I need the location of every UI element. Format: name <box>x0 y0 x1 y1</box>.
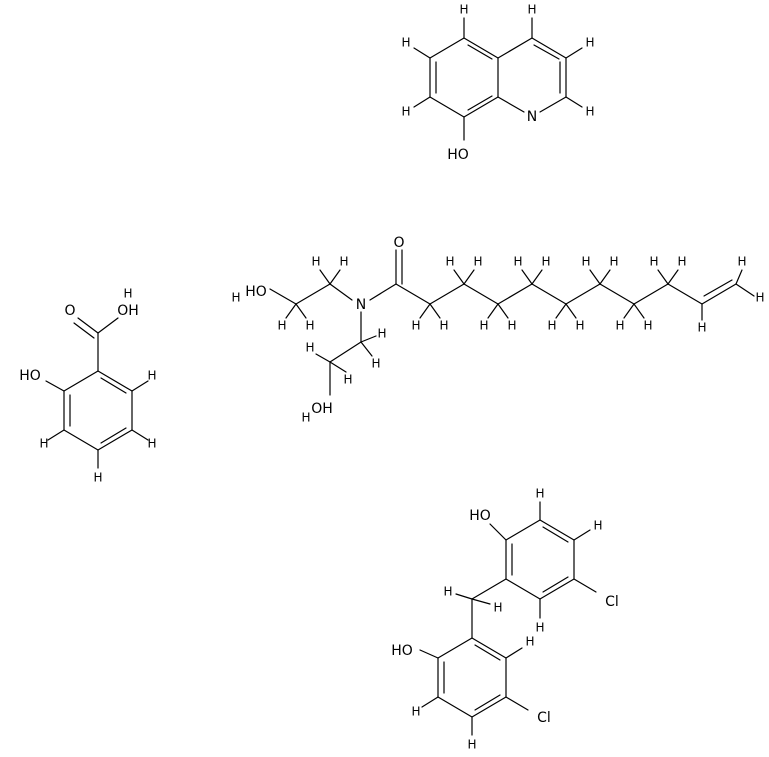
svg-text:H: H <box>535 487 544 501</box>
svg-text:H: H <box>585 105 594 119</box>
svg-text:H: H <box>547 319 556 333</box>
nitrogen-label: N <box>527 109 537 125</box>
chlorine-label-2: Cl <box>537 710 551 726</box>
carbonyl-oxygen-label: O <box>64 303 75 319</box>
svg-text:H: H <box>343 373 352 387</box>
svg-text:H: H <box>123 287 132 301</box>
svg-text:H: H <box>609 255 618 269</box>
svg-text:H: H <box>493 601 502 615</box>
phenol-hydroxyl-label-1: HO <box>469 508 491 524</box>
svg-text:H: H <box>593 519 602 533</box>
svg-text:H: H <box>615 319 624 333</box>
svg-text:H: H <box>305 341 314 355</box>
amide-oxygen-label: O <box>393 235 404 251</box>
svg-text:H: H <box>401 105 410 119</box>
molecule-dichlorophen: HO H H Cl H H H HO H H Cl H <box>391 487 619 752</box>
svg-text:H: H <box>339 255 348 269</box>
svg-text:H: H <box>301 411 310 425</box>
svg-text:H: H <box>443 585 452 599</box>
svg-text:H: H <box>305 319 314 333</box>
acid-hydroxyl-label: OH <box>117 303 139 319</box>
svg-text:H: H <box>581 255 590 269</box>
svg-text:H: H <box>677 255 686 269</box>
svg-text:H: H <box>411 319 420 333</box>
phenol-hydroxyl-label: HO <box>19 368 41 384</box>
svg-text:H: H <box>411 705 420 719</box>
svg-text:H: H <box>39 437 48 451</box>
svg-text:H: H <box>513 255 522 269</box>
svg-text:H: H <box>527 3 536 17</box>
svg-text:H: H <box>649 255 658 269</box>
svg-text:H: H <box>541 255 550 269</box>
molecule-salicylic-acid: O OH H HO H H H H <box>19 287 156 485</box>
svg-text:H: H <box>147 437 156 451</box>
svg-text:H: H <box>525 635 534 649</box>
svg-text:H: H <box>401 36 410 50</box>
svg-text:H: H <box>277 319 286 333</box>
svg-text:H: H <box>643 319 652 333</box>
svg-text:H: H <box>147 369 156 383</box>
svg-text:H: H <box>467 738 476 752</box>
amide-nitrogen-label: N <box>356 297 366 313</box>
svg-text:H: H <box>697 321 706 335</box>
svg-text:H: H <box>473 255 482 269</box>
svg-text:H: H <box>479 319 488 333</box>
phenol-hydroxyl-label-2: HO <box>391 643 413 659</box>
svg-text:H: H <box>311 255 320 269</box>
molecule-diethanolamide: N O HO H OH H H H H H H H H H H H H H H … <box>231 235 764 425</box>
svg-text:H: H <box>507 319 516 333</box>
hydroxyl-label-2: OH <box>311 401 333 417</box>
chlorine-label-1: Cl <box>605 594 619 610</box>
svg-text:H: H <box>439 319 448 333</box>
svg-text:H: H <box>535 621 544 635</box>
svg-text:H: H <box>459 3 468 17</box>
molecule-8-hydroxyquinoline: N HO H H H H H H <box>401 3 594 164</box>
svg-text:H: H <box>737 255 746 269</box>
svg-text:H: H <box>377 327 386 341</box>
svg-text:H: H <box>445 255 454 269</box>
svg-text:H: H <box>371 357 380 371</box>
hydroxyl-label: HO <box>447 147 469 163</box>
hydroxyl-label-1: HO <box>245 284 267 300</box>
svg-text:H: H <box>755 291 764 305</box>
svg-text:H: H <box>585 36 594 50</box>
svg-text:H: H <box>575 319 584 333</box>
svg-text:H: H <box>231 291 240 305</box>
svg-text:H: H <box>93 471 102 485</box>
